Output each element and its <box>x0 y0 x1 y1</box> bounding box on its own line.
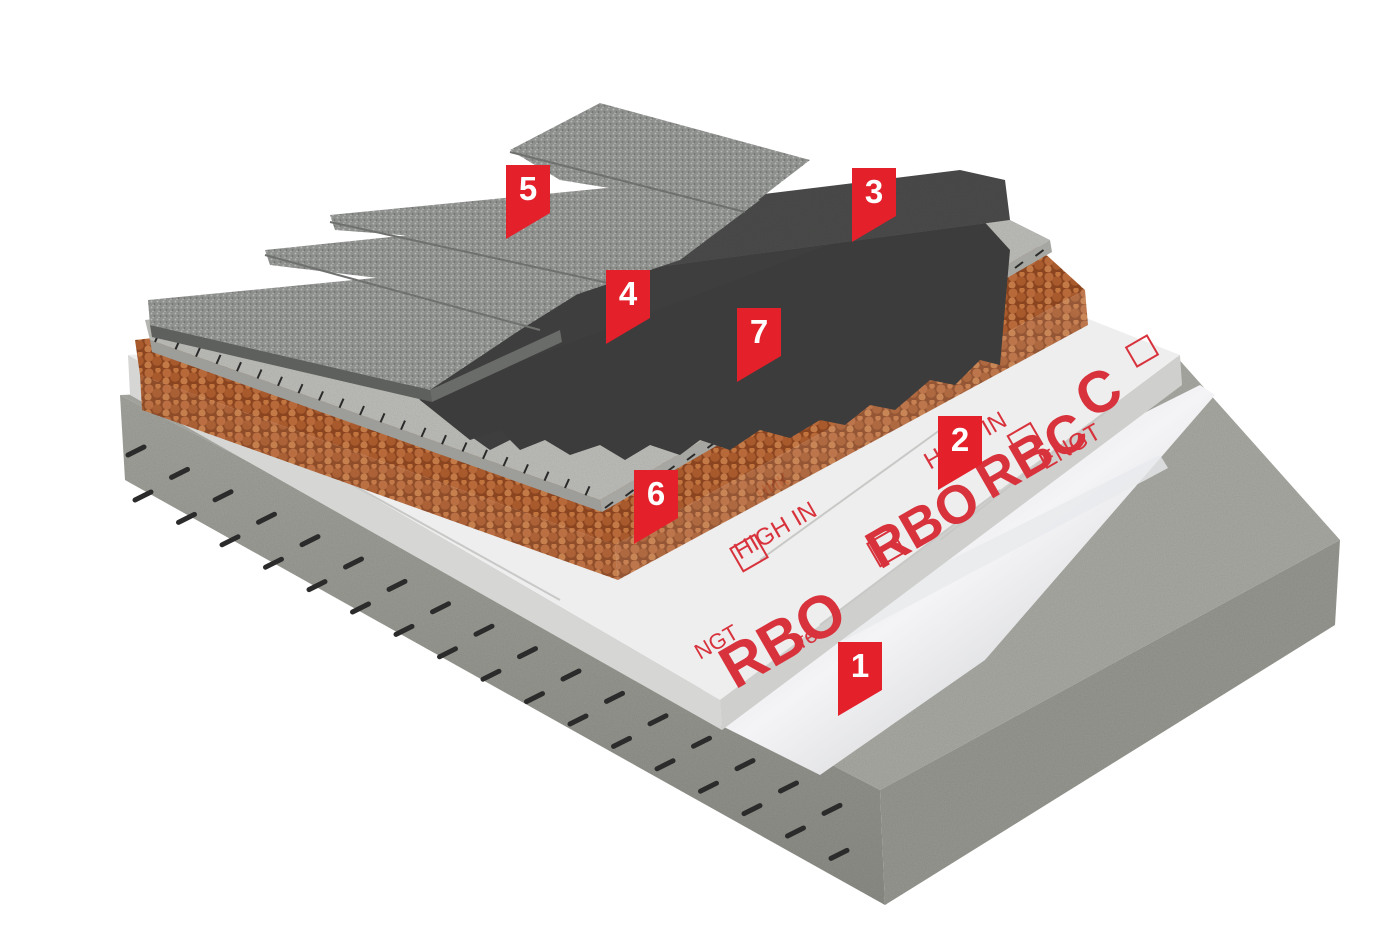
rebar-icon <box>647 713 669 727</box>
mesh-wire <box>604 501 614 509</box>
rebar-icon <box>219 534 241 548</box>
rebar-icon <box>393 623 415 637</box>
marker-label: 6 <box>646 475 666 512</box>
mesh-wire <box>584 485 591 496</box>
mesh-wire <box>482 449 488 460</box>
rebar-icon <box>778 780 799 794</box>
rebar-icon <box>350 601 371 615</box>
rebar-icon <box>524 691 545 705</box>
rebar-icon <box>698 780 719 794</box>
mesh-wire <box>1014 261 1024 269</box>
layer-marker-1: 1 <box>838 642 882 716</box>
slab-front-face <box>120 395 885 905</box>
layer-marker-5: 5 <box>506 165 550 239</box>
mesh-wire <box>543 471 550 482</box>
mesh-wire <box>236 361 242 372</box>
mesh-wire <box>686 453 696 461</box>
marker-label: 7 <box>749 313 769 350</box>
slab-right-face <box>880 540 1340 905</box>
rebar-icon <box>517 646 538 660</box>
shingle-layer <box>148 103 810 402</box>
mesh-wire <box>379 412 386 423</box>
mesh-wire <box>461 442 468 452</box>
marker-label: 1 <box>850 647 870 684</box>
layer-marker-2: 2 <box>938 416 982 490</box>
rebar-icon <box>169 466 190 480</box>
rebar-icon <box>430 601 451 615</box>
rebar-icon <box>828 847 850 861</box>
rebar-icon <box>611 735 632 749</box>
rebar-icon <box>567 713 589 727</box>
marker-label: 2 <box>950 421 970 458</box>
mesh-wire <box>256 369 263 379</box>
rebar-icon <box>212 489 234 503</box>
layer-marker-4: 4 <box>606 270 650 344</box>
marker-label: 4 <box>618 275 638 312</box>
board-pictogram-icon <box>729 334 1160 573</box>
mesh-wire <box>1034 249 1045 257</box>
rebar-icon <box>654 758 676 772</box>
mesh-wire <box>420 427 427 438</box>
clay-edge <box>140 375 618 580</box>
mesh-wire <box>624 489 635 497</box>
rebar-icon <box>734 758 756 772</box>
mesh-wire <box>441 434 447 445</box>
mesh-wire <box>277 376 283 387</box>
rebar-icon <box>125 444 147 458</box>
rebar-icon <box>480 668 502 682</box>
mesh-wire <box>523 463 529 474</box>
membrane-edge-ragged <box>420 195 1010 460</box>
rebar-icon <box>691 735 712 749</box>
layer-marker-7: 7 <box>737 308 781 382</box>
rebar-icon-group <box>125 444 850 861</box>
mesh-wire <box>502 456 509 467</box>
board-side-face <box>720 355 1182 730</box>
rebar-icon <box>256 511 277 525</box>
rebar-icon <box>473 623 495 637</box>
rebar-icon <box>132 489 154 503</box>
rebar-icon <box>343 556 364 570</box>
shingle-front-edge <box>150 325 432 402</box>
rebar-icon <box>176 511 197 525</box>
rebar-icon <box>263 556 284 570</box>
rebar-icon <box>604 690 625 704</box>
mesh-wire <box>400 420 406 431</box>
mesh-wire <box>564 478 570 489</box>
rebar-icon <box>299 534 321 548</box>
shingle-row-4 <box>510 103 810 210</box>
layer-marker-6: 6 <box>634 470 678 544</box>
marker-label: 5 <box>518 170 538 207</box>
marker-label: 3 <box>864 173 884 210</box>
rebar-icon <box>437 646 458 660</box>
mesh-wire <box>338 398 345 409</box>
rebar-icon <box>785 825 806 839</box>
mesh-wire <box>297 383 304 394</box>
mesh-wire <box>318 390 324 401</box>
mesh-wire <box>215 354 222 365</box>
rebar-icon <box>741 803 763 817</box>
rebar-icon <box>306 579 328 593</box>
rebar-icon <box>560 668 582 682</box>
layer-marker-3: 3 <box>852 168 896 242</box>
mesh-wire <box>359 405 365 416</box>
rebar-icon <box>821 802 843 816</box>
mesh-wire <box>195 347 201 358</box>
vapor-barrier-layer <box>690 385 1215 775</box>
rebar-icon <box>386 578 408 592</box>
